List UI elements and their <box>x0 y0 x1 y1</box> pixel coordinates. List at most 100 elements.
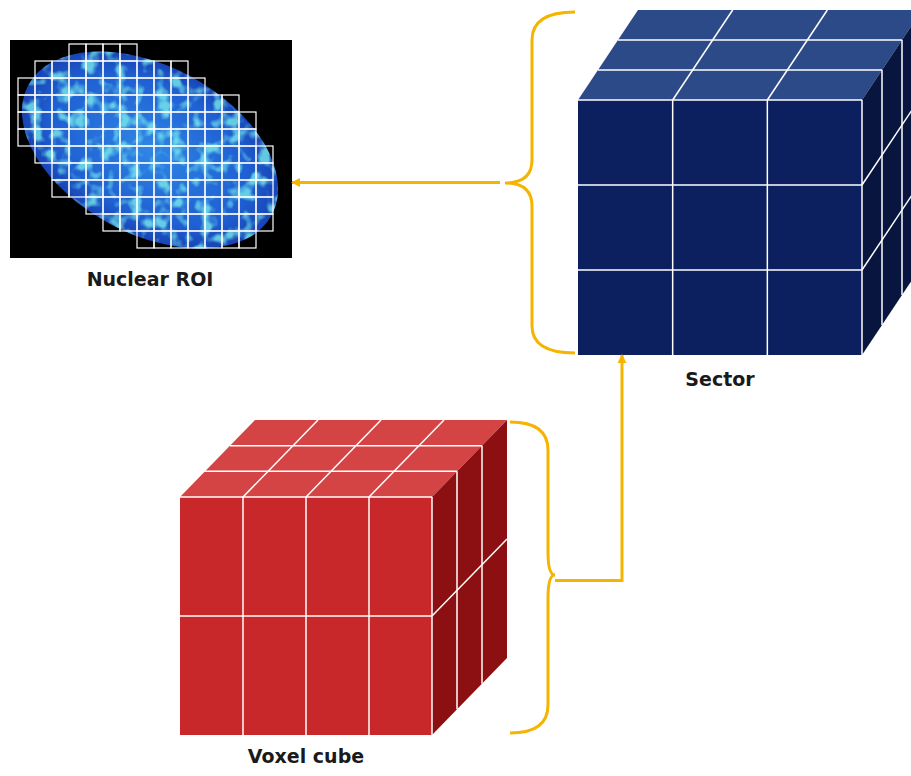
cube-grid-line <box>673 10 733 100</box>
grid-cell <box>18 95 35 112</box>
grid-cell <box>205 214 222 231</box>
grid-cell <box>188 214 205 231</box>
grid-cell <box>188 146 205 163</box>
grid-cell <box>18 129 35 146</box>
grid-cell <box>222 197 239 214</box>
grid-cell <box>86 129 103 146</box>
cube-grid-line <box>862 180 911 270</box>
grid-cell <box>52 146 69 163</box>
grid-cell <box>18 78 35 95</box>
grid-cell <box>239 214 256 231</box>
grid-cell <box>239 197 256 214</box>
cube-grid-line <box>180 615 432 617</box>
cube-grid-line <box>881 70 883 325</box>
cube-grid-line <box>862 95 911 185</box>
grid-cell <box>171 180 188 197</box>
voxel-cube-node: Voxel cube <box>180 420 555 735</box>
grid-cell <box>103 163 120 180</box>
grid-cell <box>205 129 222 146</box>
grid-cell <box>137 61 154 78</box>
cube-grid-line <box>306 420 381 497</box>
grid-cell <box>154 95 171 112</box>
nucleus-texture <box>10 40 292 258</box>
grid-cell <box>86 180 103 197</box>
grid-cell <box>52 180 69 197</box>
grid-cell <box>103 129 120 146</box>
grid-cell <box>154 163 171 180</box>
cube-front <box>180 497 432 735</box>
grid-cell <box>222 231 239 248</box>
grid-cell <box>35 129 52 146</box>
grid-cell <box>171 112 188 129</box>
image-panel: Nuclear ROI <box>10 40 292 258</box>
grid-cell <box>69 44 86 61</box>
grid-cell <box>120 129 137 146</box>
figure-label: Sector <box>685 368 754 390</box>
grid-cell <box>154 61 171 78</box>
grid-cell <box>120 214 137 231</box>
grid-cell <box>256 180 273 197</box>
grid-cell <box>69 95 86 112</box>
grid-cell <box>52 163 69 180</box>
grid-cell <box>137 231 154 248</box>
cube-grid-line <box>578 99 862 101</box>
grid-cell <box>239 231 256 248</box>
cube-grid-line <box>369 420 444 497</box>
grid-cell <box>103 214 120 231</box>
grid-cell <box>154 180 171 197</box>
grid-cell <box>205 163 222 180</box>
grid-cell <box>154 78 171 95</box>
grid-cell <box>205 197 222 214</box>
cube-grid-line <box>901 40 903 295</box>
grid-cell <box>120 78 137 95</box>
cube-grid-line <box>618 39 902 41</box>
grid-cell <box>103 197 120 214</box>
grid-cell <box>188 95 205 112</box>
cube-top <box>578 10 911 100</box>
arrow-connector <box>292 181 500 184</box>
grid-cell <box>69 129 86 146</box>
grid-cell <box>69 146 86 163</box>
figure-label: Voxel cube <box>248 745 364 767</box>
grid-cell <box>35 146 52 163</box>
grid-cell <box>103 112 120 129</box>
grid-cell <box>35 95 52 112</box>
grid-cell <box>69 180 86 197</box>
grid-cell <box>120 95 137 112</box>
cube-grid-line <box>598 69 882 71</box>
grid-cell <box>171 146 188 163</box>
grid-cell <box>52 112 69 129</box>
arrow-connector <box>555 355 622 581</box>
grid-cell <box>256 163 273 180</box>
grid-cell <box>188 112 205 129</box>
grid-cell <box>137 197 154 214</box>
grid-cell <box>35 78 52 95</box>
cube-grid-line <box>205 471 457 473</box>
grid-cell <box>171 95 188 112</box>
grid-cell <box>205 112 222 129</box>
grid-cell <box>171 197 188 214</box>
grid-cell <box>103 95 120 112</box>
grid-cell <box>86 95 103 112</box>
cube-grid-line <box>243 420 318 497</box>
grid-cell <box>103 44 120 61</box>
grid-cell <box>222 129 239 146</box>
image-background <box>10 40 292 258</box>
grid-cell <box>137 146 154 163</box>
grid-cell <box>86 44 103 61</box>
grid-cell <box>120 112 137 129</box>
cube-grid-line <box>861 100 863 355</box>
cube-side <box>862 10 911 355</box>
grid-cell <box>137 129 154 146</box>
grid-cell <box>205 231 222 248</box>
grid-cell <box>86 112 103 129</box>
grid-cell <box>103 61 120 78</box>
grid-cell <box>137 180 154 197</box>
grid-cell <box>239 180 256 197</box>
grid-cell <box>86 78 103 95</box>
grid-cell <box>69 61 86 78</box>
grid-cell <box>256 197 273 214</box>
grid-cell <box>103 180 120 197</box>
